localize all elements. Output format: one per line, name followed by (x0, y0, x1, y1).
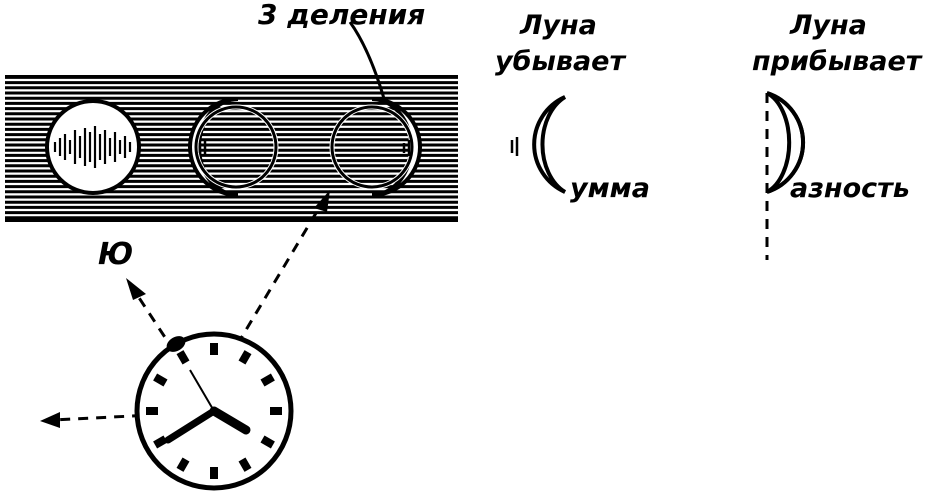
dial-mark (260, 435, 275, 449)
south-arrowhead (126, 278, 146, 300)
difference-label: азность (790, 173, 910, 204)
dial-mark (146, 407, 158, 415)
wristwatch (134, 331, 294, 491)
dial-mark (270, 407, 282, 415)
waning-crescent-moon (188, 97, 279, 197)
dial-mark (238, 350, 252, 365)
waxing-crescent-sample (765, 91, 806, 260)
waning-title-line1: Луна (519, 10, 597, 41)
divisions-pointer-line (348, 21, 387, 103)
dial-mark (210, 343, 218, 355)
hour-hand (209, 406, 251, 435)
extension-arrowhead (314, 190, 330, 212)
dial-mark (210, 467, 218, 479)
minute-hand (164, 407, 218, 444)
dial-mark (176, 350, 190, 365)
full-moon (45, 99, 141, 195)
divisions-label: 3 деления (258, 0, 425, 31)
dial-mark (176, 457, 190, 472)
second-hand (189, 369, 215, 412)
waxing-title-line2: прибывает (752, 46, 923, 77)
sum-label: умма (570, 173, 650, 204)
south-label: Ю (98, 237, 133, 272)
hour-hand-extension-line (226, 197, 327, 361)
waxing-title-line1: Луна (789, 10, 867, 41)
dial-mark (153, 373, 168, 387)
dial-mark (153, 435, 168, 449)
west-arrowhead (40, 412, 60, 428)
waning-crescent-sample (510, 95, 567, 194)
dial-mark (260, 373, 275, 387)
crown-icon (166, 336, 186, 352)
dial-marks (146, 343, 282, 479)
dial-mark (238, 457, 252, 472)
watch-center (210, 407, 218, 415)
waxing-crescent-moon (329, 97, 422, 197)
waning-title-line2: убывает (495, 46, 626, 77)
